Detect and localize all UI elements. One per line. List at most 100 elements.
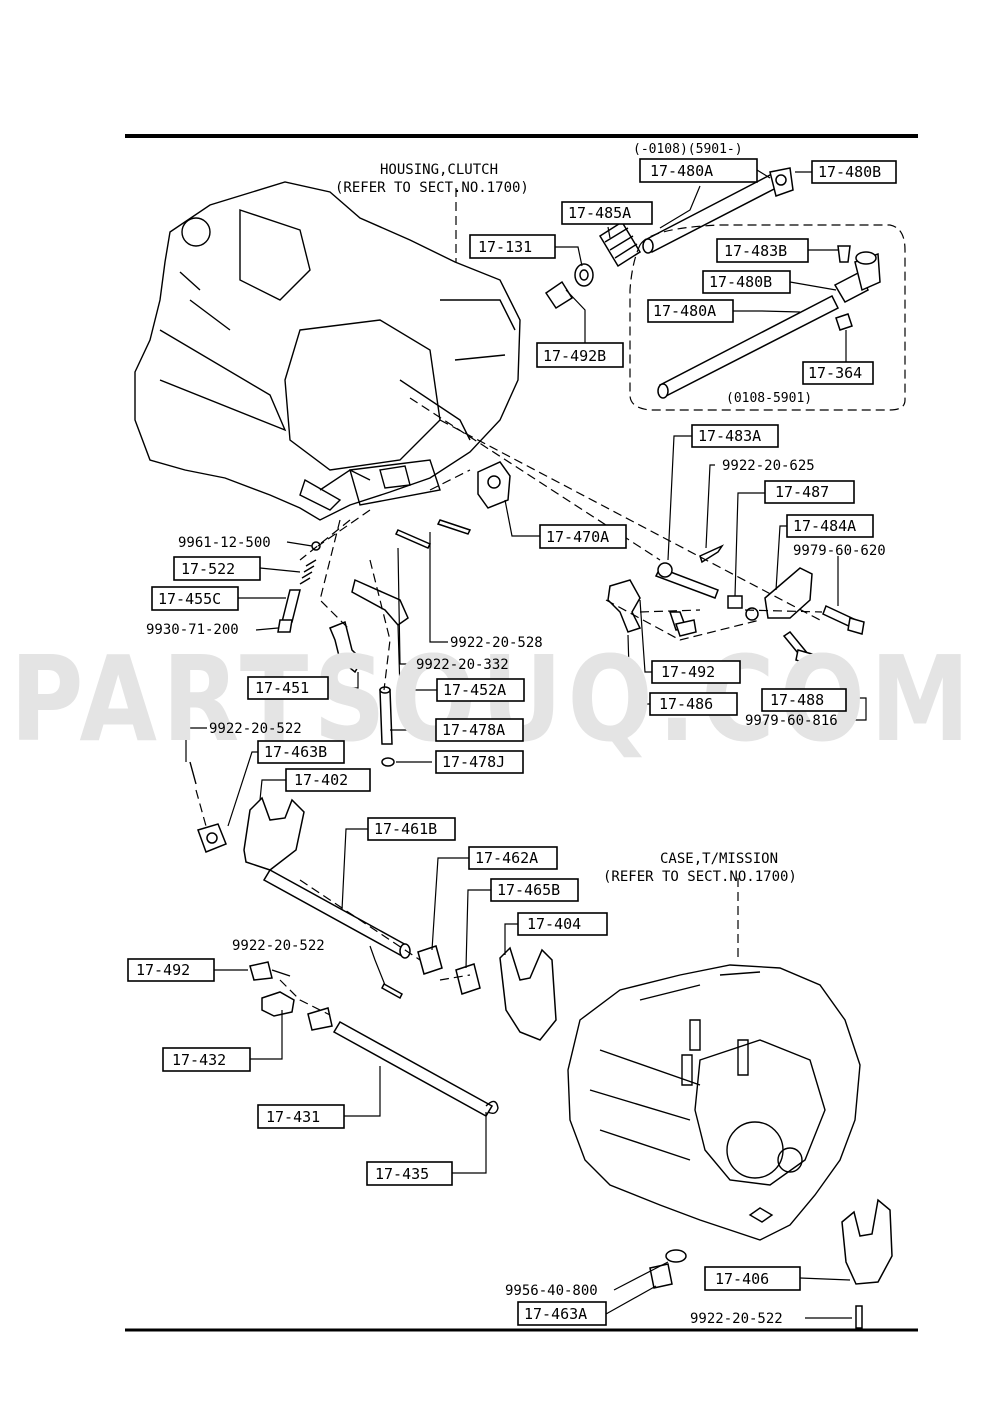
pin-487 bbox=[727, 595, 743, 609]
svg-text:17-463A: 17-463A bbox=[524, 1305, 587, 1323]
fork-406 bbox=[841, 1198, 893, 1285]
svg-text:17-402: 17-402 bbox=[294, 771, 348, 789]
spring-522 bbox=[299, 559, 317, 585]
label-17-480B-top: 17-480B bbox=[811, 160, 897, 184]
pin-528 bbox=[436, 519, 472, 535]
svg-text:17-470A: 17-470A bbox=[546, 528, 609, 546]
svg-text:17-486: 17-486 bbox=[659, 695, 713, 713]
bushing bbox=[544, 280, 574, 310]
bracket-484A bbox=[764, 567, 813, 619]
parts-drawings bbox=[189, 167, 906, 1329]
pin-522-lower bbox=[855, 1305, 863, 1329]
label-17-486: 17-486 bbox=[649, 692, 738, 716]
note-case-tmission-ref: (REFER TO SECT.NO.1700) bbox=[603, 869, 797, 885]
number-9922-20-522-a: 9922-20-522 bbox=[209, 721, 302, 737]
clip-478J bbox=[381, 757, 395, 767]
label-17-402: 17-402 bbox=[285, 768, 371, 792]
label-17-483A: 17-483A bbox=[691, 424, 779, 448]
label-17-492B: 17-492B bbox=[536, 342, 624, 368]
label-17-488: 17-488 bbox=[761, 688, 847, 712]
number-9922-20-522-b: 9922-20-522 bbox=[232, 938, 325, 954]
label-17-492-mid: 17-492 bbox=[651, 660, 741, 684]
svg-text:17-485A: 17-485A bbox=[568, 204, 631, 222]
label-17-432: 17-432 bbox=[162, 1047, 251, 1072]
transmission-case-drawing bbox=[567, 964, 861, 1241]
label-17-465B: 17-465B bbox=[490, 878, 579, 902]
number-9922-20-528: 9922-20-528 bbox=[450, 635, 543, 651]
svg-text:17-492: 17-492 bbox=[136, 961, 190, 979]
svg-text:17-483A: 17-483A bbox=[698, 427, 761, 445]
washer-9956 bbox=[665, 1249, 687, 1263]
number-9922-20-522-c: 9922-20-522 bbox=[690, 1311, 783, 1327]
label-17-478A: 17-478A bbox=[435, 718, 524, 742]
note-housing-clutch: HOUSING,CLUTCH bbox=[380, 162, 498, 178]
svg-text:17-431: 17-431 bbox=[266, 1108, 320, 1126]
fork-402 bbox=[243, 796, 305, 871]
note-housing-clutch-ref: (REFER TO SECT.NO.1700) bbox=[335, 180, 529, 196]
number-9930-71-200: 9930-71-200 bbox=[146, 622, 239, 638]
pin-332 bbox=[394, 529, 432, 549]
svg-text:17-452A: 17-452A bbox=[443, 681, 506, 699]
number-9961-12-500: 9961-12-500 bbox=[178, 535, 271, 551]
number-9922-20-625: 9922-20-625 bbox=[722, 458, 815, 474]
label-17-131: 17-131 bbox=[469, 234, 556, 259]
label-17-463A: 17-463A bbox=[517, 1301, 607, 1326]
note-serial-box: (0108-5901) bbox=[726, 391, 812, 406]
label-17-452A: 17-452A bbox=[436, 678, 525, 702]
svg-text:17-484A: 17-484A bbox=[793, 517, 856, 535]
bracket-432 bbox=[261, 991, 295, 1017]
svg-text:17-404: 17-404 bbox=[527, 915, 581, 933]
pin-522-mid bbox=[381, 982, 403, 1000]
note-case-tmission: CASE,T/MISSION bbox=[660, 851, 778, 867]
selector-link bbox=[654, 567, 719, 599]
svg-text:17-478A: 17-478A bbox=[442, 721, 505, 739]
bolt-492-lower bbox=[249, 961, 273, 981]
svg-text:17-461B: 17-461B bbox=[374, 820, 437, 838]
label-17-522: 17-522 bbox=[173, 556, 261, 581]
number-9922-20-332: 9922-20-332 bbox=[416, 657, 509, 673]
svg-text:17-478J: 17-478J bbox=[442, 753, 505, 771]
number-9956-40-800: 9956-40-800 bbox=[505, 1283, 598, 1299]
block-462A bbox=[417, 945, 443, 975]
svg-text:17-406: 17-406 bbox=[715, 1270, 769, 1288]
label-17-461B: 17-461B bbox=[367, 817, 456, 841]
svg-text:17-131: 17-131 bbox=[478, 238, 532, 256]
label-17-364: 17-364 bbox=[802, 361, 874, 385]
label-17-478J: 17-478J bbox=[435, 750, 524, 774]
number-9979-60-620: 9979-60-620 bbox=[793, 543, 886, 559]
assembly-lines bbox=[195, 188, 823, 1016]
leader-lines bbox=[185, 169, 867, 1319]
label-17-480A-top: 17-480A bbox=[639, 158, 758, 183]
label-17-431: 17-431 bbox=[257, 1104, 345, 1129]
label-17-487: 17-487 bbox=[764, 480, 855, 504]
svg-text:17-488: 17-488 bbox=[770, 691, 824, 709]
label-17-480B-box: 17-480B bbox=[702, 270, 791, 294]
lever-486 bbox=[607, 579, 642, 633]
svg-text:17-483B: 17-483B bbox=[724, 242, 787, 260]
label-17-484A: 17-484A bbox=[786, 514, 874, 538]
label-17-485A: 17-485A bbox=[561, 201, 653, 225]
label-17-463B: 17-463B bbox=[257, 740, 345, 764]
fork-404 bbox=[499, 946, 557, 1041]
svg-text:17-522: 17-522 bbox=[181, 560, 235, 578]
svg-text:17-451: 17-451 bbox=[255, 679, 309, 697]
label-17-455C: 17-455C bbox=[151, 586, 239, 611]
svg-text:17-455C: 17-455C bbox=[158, 590, 221, 608]
svg-text:17-463B: 17-463B bbox=[264, 743, 327, 761]
svg-text:17-492: 17-492 bbox=[661, 663, 715, 681]
svg-text:17-492B: 17-492B bbox=[543, 347, 606, 365]
label-17-483B: 17-483B bbox=[716, 238, 809, 263]
block-465B bbox=[455, 963, 481, 995]
label-17-435: 17-435 bbox=[366, 1161, 453, 1186]
label-17-404: 17-404 bbox=[517, 912, 608, 936]
label-17-492-low: 17-492 bbox=[127, 958, 215, 982]
svg-text:17-480B: 17-480B bbox=[818, 163, 881, 181]
svg-text:17-487: 17-487 bbox=[775, 483, 829, 501]
clutch-housing-drawing bbox=[134, 181, 521, 521]
svg-text:17-480A: 17-480A bbox=[653, 302, 716, 320]
label-17-462A: 17-462A bbox=[468, 846, 558, 870]
variant-group-box bbox=[629, 224, 906, 411]
label-17-451: 17-451 bbox=[247, 676, 329, 700]
svg-text:17-364: 17-364 bbox=[808, 364, 862, 382]
